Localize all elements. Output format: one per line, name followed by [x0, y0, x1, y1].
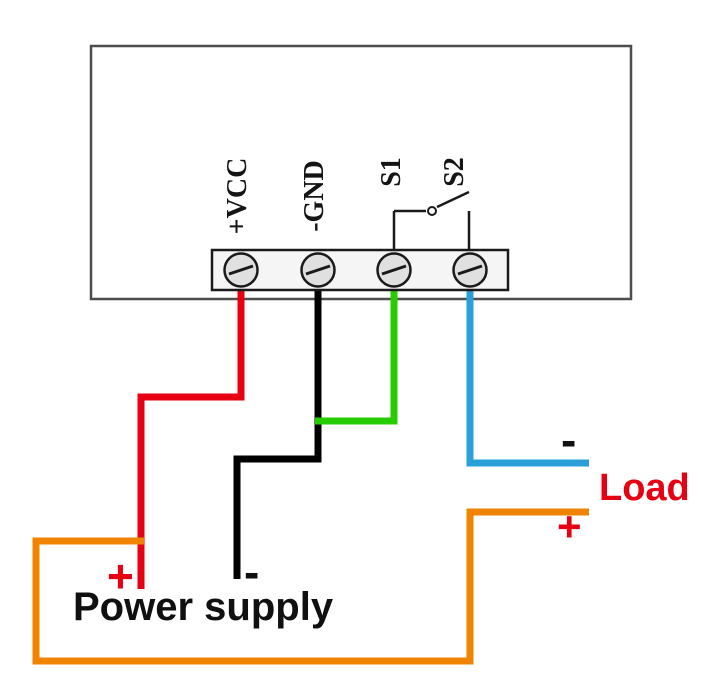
screw-slot-1 — [228, 264, 254, 276]
wire-black-gnd — [233, 291, 322, 579]
terminal-label-s2: S2 — [439, 157, 470, 187]
wire-green-s1 — [315, 291, 398, 425]
screw-slot-2 — [305, 264, 331, 276]
power-minus-label: - — [244, 546, 259, 598]
screw-slot-4 — [457, 264, 483, 276]
power-supply-label: Power supply — [73, 585, 334, 629]
wire-orange-load — [32, 508, 589, 665]
terminal-label-s1: S1 — [376, 157, 407, 187]
terminal-label-gnd: -GND — [299, 160, 330, 232]
power-plus-label: + — [107, 550, 134, 602]
switch-arm — [436, 190, 470, 209]
load-label: Load — [599, 467, 690, 509]
load-plus-label: + — [557, 503, 582, 550]
switch-contact-icon — [427, 206, 437, 216]
wire-blue-s2 — [466, 291, 589, 467]
screw-slot-3 — [381, 264, 407, 276]
wire-red-vcc — [137, 291, 245, 589]
terminal-label-vcc: +VCC — [222, 158, 253, 235]
load-minus-label: - — [561, 414, 576, 466]
